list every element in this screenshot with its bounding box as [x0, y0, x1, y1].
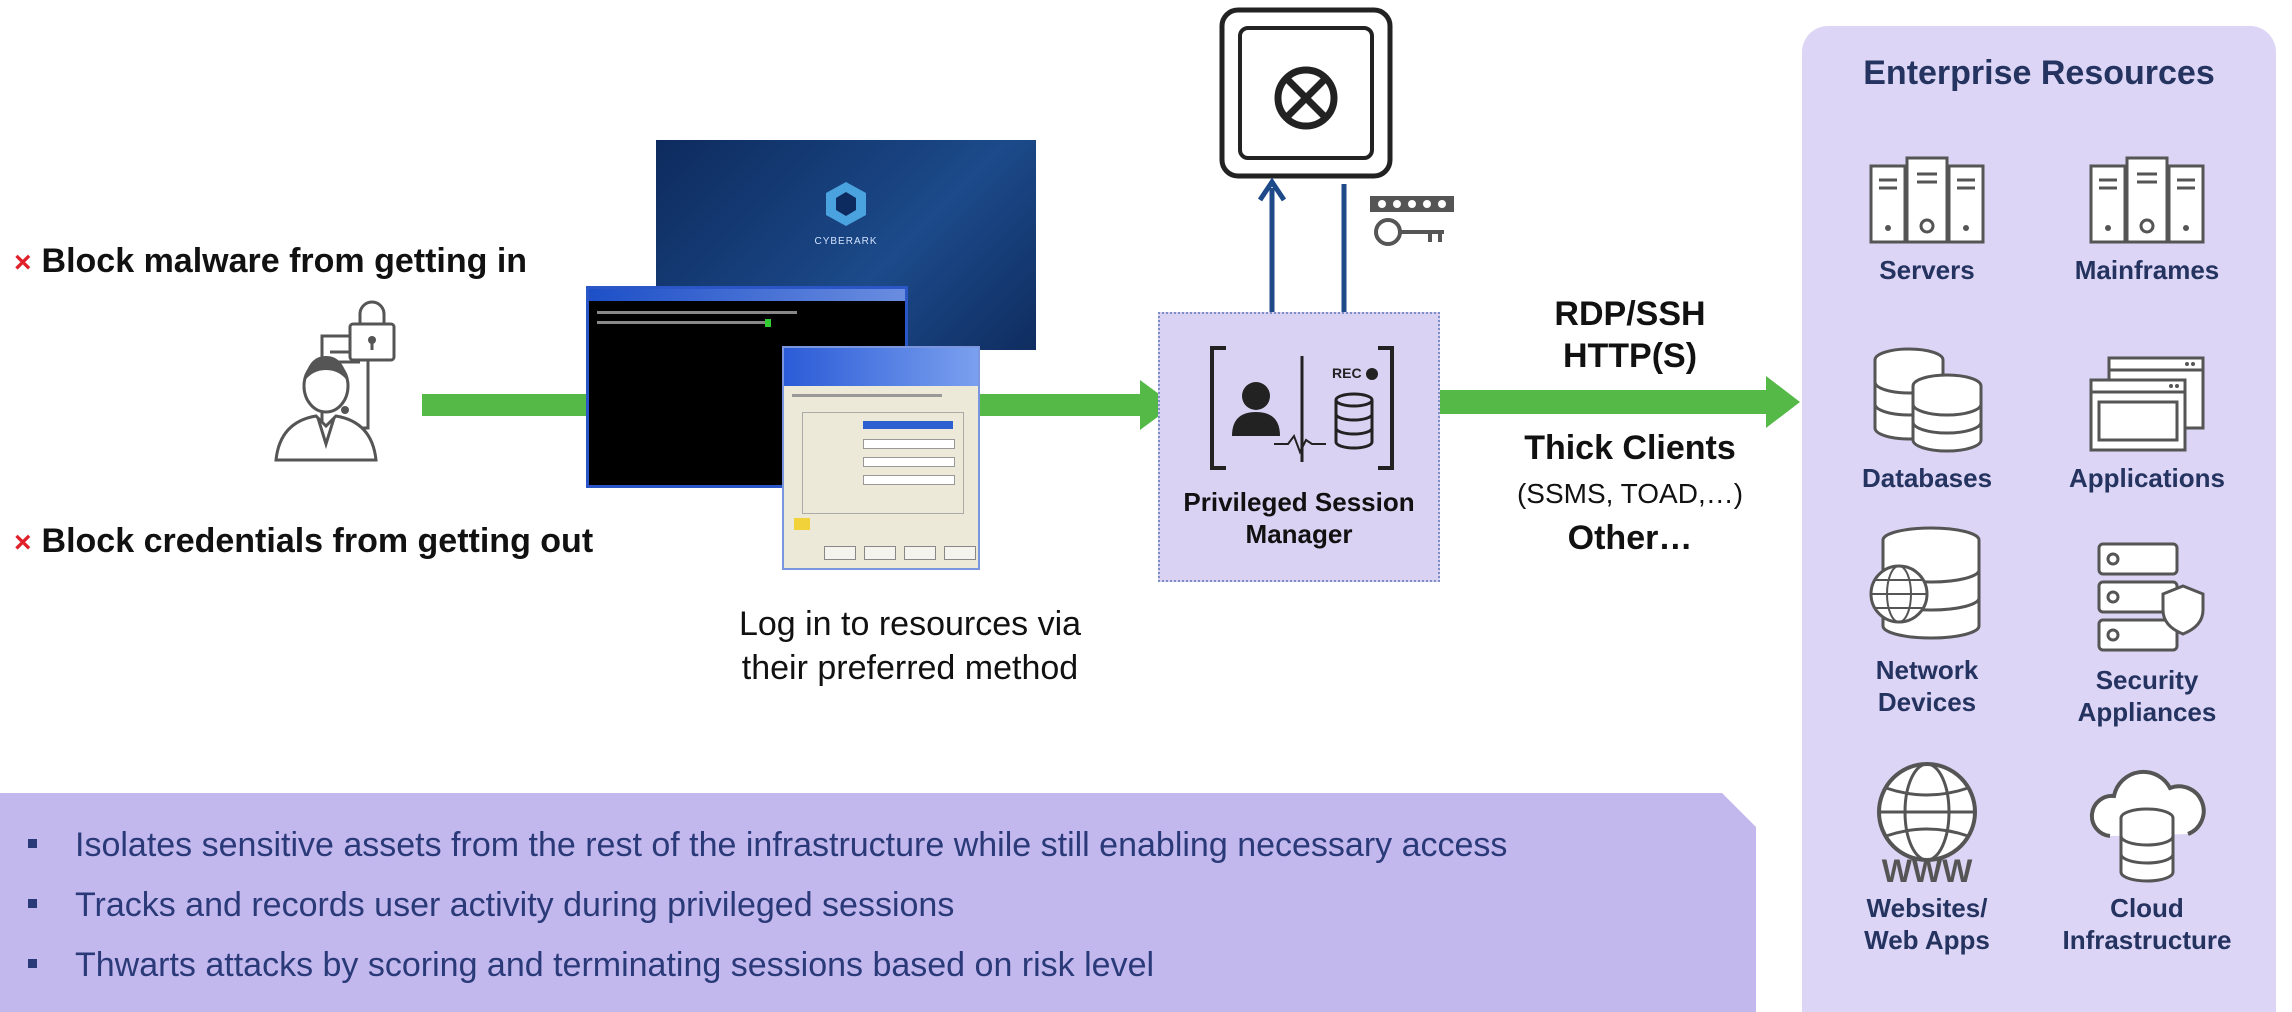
psm-recording-icon: REC: [1210, 346, 1394, 470]
dialog-field: [863, 439, 955, 449]
dialog-button: [904, 546, 936, 560]
dialog-button: [824, 546, 856, 560]
enterprise-resources-title: Enterprise Resources: [1863, 54, 2215, 92]
terminal-cursor: [765, 319, 771, 327]
server-icon: [1869, 156, 1985, 244]
login-caption-line2: their preferred method: [741, 649, 1079, 687]
databases-label: Databases: [1861, 463, 1993, 493]
psm-label: Privileged Session Manager: [1160, 486, 1438, 550]
database-icon: [1873, 347, 1983, 453]
network-label-line2: Devices: [1877, 687, 1977, 717]
cloud-label: Cloud Infrastructure: [2042, 892, 2252, 956]
dialog-field-selected: [863, 421, 953, 429]
benefit-item: Isolates sensitive assets from the rest …: [28, 815, 1756, 875]
login-caption-line1: Log in to resources via: [738, 605, 1082, 643]
security-label-line1: Security: [2095, 665, 2199, 695]
websites-label-line1: Websites/: [1866, 893, 1988, 923]
resource-websites: WWW Websites/ Web Apps: [1822, 760, 2032, 956]
rdp-connection-dialog: [782, 346, 980, 570]
bullet-icon: [28, 838, 37, 848]
network-label-line1: Network: [1875, 655, 1979, 685]
dialog-fieldset: [802, 412, 964, 514]
resource-cloud-infrastructure: Cloud Infrastructure: [2042, 760, 2252, 956]
dialog-field: [863, 457, 955, 467]
dialog-field: [863, 475, 955, 485]
block-credentials-statement: × Block credentials from getting out: [14, 522, 593, 561]
x-mark-icon: ×: [14, 526, 32, 559]
resource-databases: Databases: [1822, 344, 2032, 494]
x-mark-icon: ×: [14, 246, 32, 279]
psm-to-resources-arrowhead: [1766, 376, 1800, 428]
terminal-title-bar: [589, 289, 905, 301]
benefit-item: Thwarts attacks by scoring and terminati…: [28, 935, 1756, 995]
servers-label: Servers: [1879, 255, 1975, 285]
protocol-other: Other…: [1567, 519, 1693, 557]
privileged-session-manager-box: REC Privileged Session Manager: [1158, 312, 1440, 582]
www-globe-icon: WWW: [1877, 762, 1977, 884]
screens-to-psm-arrow-shaft: [980, 394, 1146, 416]
benefits-panel: Isolates sensitive assets from the rest …: [0, 793, 1756, 1012]
dialog-title-bar: [784, 348, 978, 386]
websites-label-line2: Web Apps: [1864, 925, 1990, 955]
psm-to-resources-arrow-shaft: [1380, 390, 1770, 414]
protocol-http: HTTP(S): [1562, 337, 1698, 375]
protocol-rdp-ssh: RDP/SSH: [1554, 295, 1706, 333]
rec-label: REC: [1332, 365, 1362, 381]
security-label-line2: Appliances: [2077, 697, 2217, 727]
bullet-icon: [28, 958, 37, 968]
psm-label-line2: Manager: [1245, 519, 1353, 549]
user-with-locked-server-icon: [274, 300, 396, 462]
protocol-thick-clients: Thick Clients: [1524, 429, 1736, 467]
enterprise-resources-panel: Enterprise Resources Servers: [1802, 26, 2276, 1012]
vault-icon: [1219, 7, 1393, 179]
block-credentials-text: Block credentials from getting out: [41, 522, 594, 560]
terminal-line: [597, 321, 767, 324]
screens-to-psm-arrowhead: [1140, 380, 1174, 430]
security-appliance-icon: [2097, 542, 2205, 652]
network-devices-label: Network Devices: [1822, 654, 2032, 718]
dialog-folder-icon: [794, 518, 810, 530]
dialog-button: [944, 546, 976, 560]
resource-security-appliances: Security Appliances: [2042, 542, 2252, 728]
vault-connection-arrows: [1257, 177, 1347, 314]
benefit-item: Tracks and records user activity during …: [28, 875, 1756, 935]
cyberark-brand-text: CYBERARK: [814, 236, 878, 247]
www-text: WWW: [1882, 853, 1973, 884]
resource-applications: Applications: [2042, 356, 2252, 494]
dialog-text-line: [792, 394, 942, 397]
websites-label: Websites/ Web Apps: [1822, 892, 2032, 956]
terminal-line: [597, 311, 797, 314]
psm-label-line1: Privileged Session: [1183, 487, 1415, 517]
block-malware-text: Block malware from getting in: [41, 242, 528, 280]
security-appliances-label: Security Appliances: [2042, 664, 2252, 728]
network-globe-icon: [1869, 526, 1981, 640]
benefit-text: Thwarts attacks by scoring and terminati…: [75, 946, 1155, 984]
applications-label: Applications: [2068, 463, 2225, 493]
cloud-label-line1: Cloud: [2110, 893, 2184, 923]
cyberark-logo-icon: [826, 182, 866, 226]
resource-servers: Servers: [1822, 156, 2032, 286]
login-caption: Log in to resources via their preferred …: [640, 602, 1180, 690]
mainframe-icon: [2089, 156, 2205, 244]
dialog-button: [864, 546, 896, 560]
bullet-icon: [28, 898, 37, 908]
resource-network-devices: Network Devices: [1822, 526, 2032, 718]
cloud-database-icon: [2089, 769, 2206, 883]
mainframes-label: Mainframes: [2074, 255, 2220, 285]
protocol-thick-clients-examples: (SSMS, TOAD,…): [1516, 478, 1744, 509]
benefit-text: Isolates sensitive assets from the rest …: [75, 826, 1508, 864]
cloud-label-line2: Infrastructure: [2062, 925, 2232, 955]
block-malware-statement: × Block malware from getting in: [14, 242, 527, 281]
user-to-screens-arrow: [422, 394, 602, 416]
application-window-icon: [2089, 356, 2205, 452]
benefit-text: Tracks and records user activity during …: [75, 886, 955, 924]
benefits-list: Isolates sensitive assets from the rest …: [0, 793, 1756, 995]
resource-mainframes: Mainframes: [2042, 156, 2252, 286]
key-icon: [1370, 196, 1454, 246]
